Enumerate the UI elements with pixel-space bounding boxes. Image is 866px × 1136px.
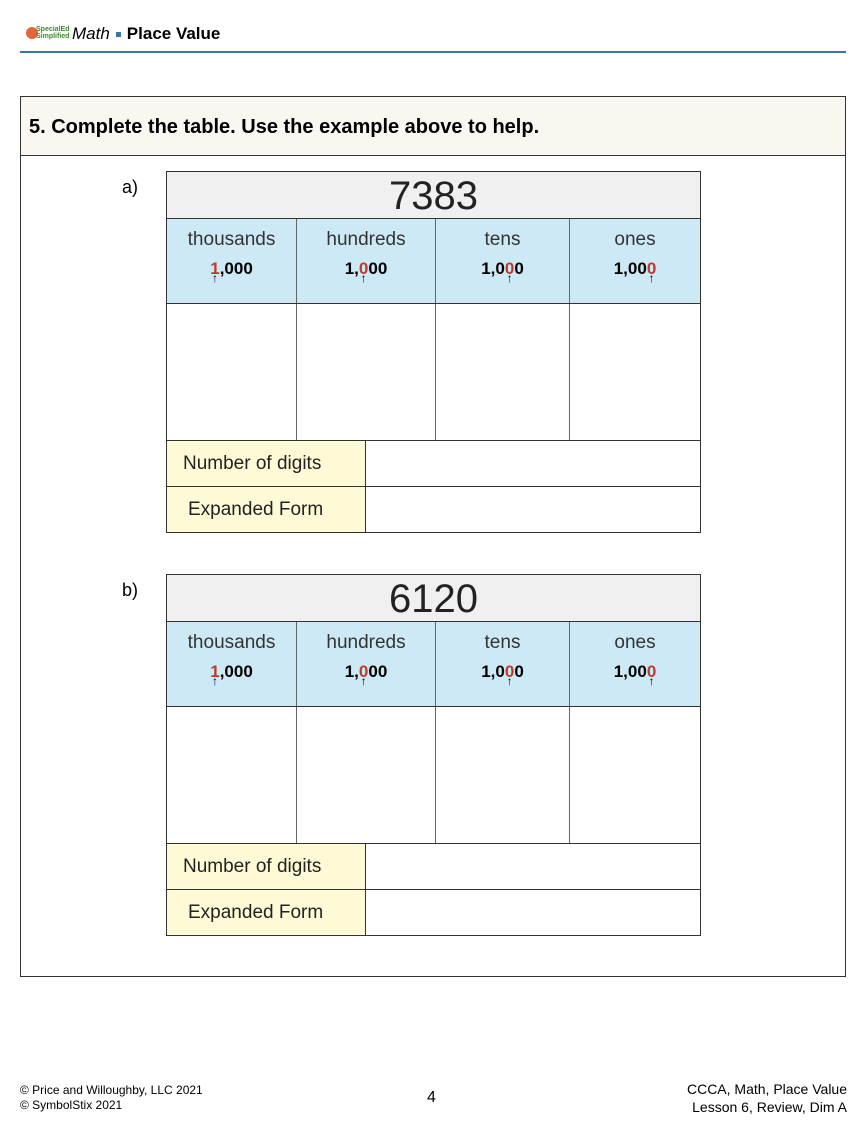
place-name: hundreds (326, 632, 406, 653)
page-number: 4 (427, 1089, 436, 1106)
header-rule (20, 51, 846, 53)
place-value-table: 6120 thousands1,000hundreds1,000tens1,00… (166, 574, 701, 936)
example-post: 0 (514, 662, 524, 681)
place-name: ones (614, 632, 656, 653)
expanded-label: Expanded Form (167, 890, 366, 935)
example-highlight-digit: 1 (210, 259, 219, 278)
place-name: hundreds (326, 229, 406, 250)
footer-left: © Price and Willoughby, LLC 2021 © Symbo… (20, 1083, 203, 1113)
digits-answer[interactable] (366, 844, 700, 889)
place-name: thousands (187, 229, 276, 250)
example-pre: 1,0 (481, 662, 505, 681)
example-post: 00 (368, 259, 388, 278)
answer-cell-thousands[interactable] (167, 304, 297, 440)
problem-label: b) (122, 580, 139, 600)
answer-cell-hundreds[interactable] (297, 304, 436, 440)
example-pre: 1, (344, 662, 359, 681)
example-pre: 1,00 (613, 259, 647, 278)
answer-cell-ones[interactable] (570, 707, 700, 843)
example-highlight-digit: 0 (359, 259, 368, 278)
place-header-ones: ones 1,000 (570, 219, 700, 303)
place-name: thousands (187, 632, 276, 653)
answer-cell-tens[interactable] (436, 707, 570, 843)
place-example: 1,000 (345, 662, 388, 682)
digits-answer[interactable] (366, 441, 700, 486)
example-highlight-digit: 0 (647, 662, 656, 681)
answer-cell-ones[interactable] (570, 304, 700, 440)
expanded-label: Expanded Form (167, 487, 366, 532)
place-example: 1,000 (614, 662, 657, 682)
separator-dot (115, 31, 121, 37)
example-post: ,000 (219, 662, 253, 681)
digits-label: Number of digits (167, 844, 366, 889)
place-example: 1,000 (481, 259, 524, 279)
question-title: 5. Complete the table. Use the example a… (21, 97, 845, 156)
example-highlight-digit: 0 (359, 662, 368, 681)
place-header-thousands: thousands 1,000 (167, 219, 297, 303)
example-highlight-digit: 0 (505, 259, 514, 278)
expanded-answer[interactable] (366, 487, 700, 532)
place-name: tens (484, 632, 521, 653)
example-highlight-digit: 0 (505, 662, 514, 681)
target-number: 6120 (167, 575, 700, 622)
example-pre: 1,0 (481, 259, 505, 278)
place-header-thousands: thousands 1,000 (167, 622, 297, 706)
subject: Math (72, 24, 110, 43)
course-info: CCCA, Math, Place Value (686, 1081, 847, 1097)
example-pre: 1,00 (613, 662, 647, 681)
example-post: ,000 (219, 259, 253, 278)
lesson-info: Lesson 6, Review, Dim A (692, 1099, 847, 1115)
copyright-2: © SymbolStix 2021 (20, 1098, 123, 1112)
example-post: 00 (368, 662, 388, 681)
place-example: 1,000 (210, 259, 253, 279)
place-example: 1,000 (345, 259, 388, 279)
answer-cell-thousands[interactable] (167, 707, 297, 843)
place-example: 1,000 (210, 662, 253, 682)
answer-cell-hundreds[interactable] (297, 707, 436, 843)
answer-cell-tens[interactable] (436, 304, 570, 440)
expanded-answer[interactable] (366, 890, 700, 935)
target-number: 7383 (167, 172, 700, 219)
example-post: 0 (514, 259, 524, 278)
page-title: Place Value (126, 24, 221, 43)
place-name: ones (614, 229, 656, 250)
question-box: 5. Complete the table. Use the example a… (20, 96, 846, 977)
place-example: 1,000 (481, 662, 524, 682)
example-highlight-digit: 0 (647, 259, 656, 278)
copyright-1: © Price and Willoughby, LLC 2021 (20, 1083, 203, 1097)
digits-label: Number of digits (167, 441, 366, 486)
example-highlight-digit: 1 (210, 662, 219, 681)
place-name: tens (484, 229, 521, 250)
place-example: 1,000 (614, 259, 657, 279)
footer-right: CCCA, Math, Place Value Lesson 6, Review… (687, 1080, 847, 1116)
place-value-table: 7383 thousands1,000hundreds1,000tens1,00… (166, 171, 701, 533)
problem-label: a) (122, 177, 139, 197)
place-header-ones: ones 1,000 (570, 622, 700, 706)
example-pre: 1, (344, 259, 359, 278)
